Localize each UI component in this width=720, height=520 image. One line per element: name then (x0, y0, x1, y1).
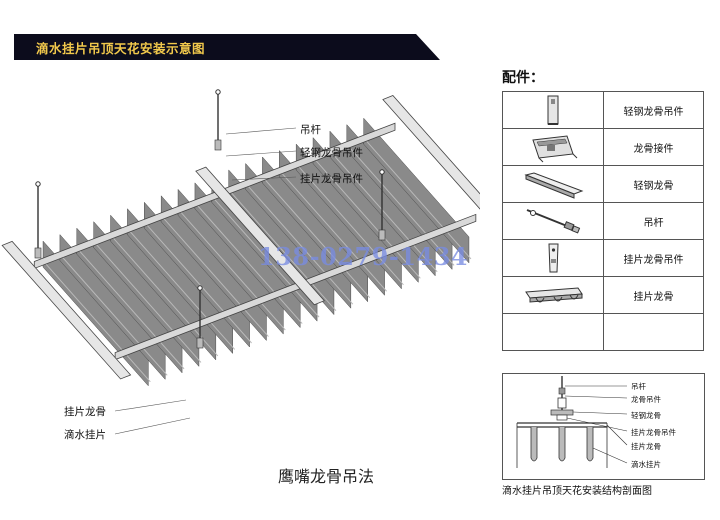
baffle-panel-drip (162, 217, 269, 337)
hanger-clip (34, 247, 42, 259)
section-label-rod: 吊杆 (631, 382, 646, 391)
baffle-panel-drip (196, 204, 303, 324)
baffle-panel-drip (365, 139, 472, 260)
parts-label: 龙骨接件 (603, 128, 704, 166)
hanging-rod-top (215, 89, 221, 95)
parts-title: 配件： (502, 70, 544, 86)
parts-table: 轻钢龙骨吊件 龙骨接件 轻钢龙骨 吊杆 挂片龙骨吊件 挂片龙骨 (502, 91, 704, 351)
hanger-clip (378, 229, 386, 241)
leader-line (114, 399, 187, 412)
baffle-panel-drip (129, 230, 236, 350)
section-label-drip-baffle: 滴水挂片 (631, 460, 661, 469)
baffle-panel-drip (314, 159, 421, 279)
callout-drip-baffle: 滴水挂片 (64, 429, 106, 441)
title-banner: 滴水挂片吊顶天花安装示意图 (14, 34, 440, 60)
phone-watermark: 138-0279-1434 (258, 242, 469, 271)
baffle-panel-drip (61, 256, 168, 376)
parts-label: 挂片龙骨 (603, 276, 704, 314)
isometric-drawing (1, 89, 512, 435)
diagram-caption: 鹰嘴龙骨吊法 (278, 467, 375, 486)
parts-row: 轻钢龙骨 (502, 165, 704, 203)
section-view: 吊杆 龙骨吊件 轻钢龙骨 挂片龙骨吊件 挂片龙骨 滴水挂片 (502, 373, 705, 480)
baffle-panel-drip (213, 198, 320, 318)
baffle-panel-drip (264, 178, 371, 299)
leader-line (231, 176, 297, 181)
parts-row: 轻钢龙骨吊件 (502, 91, 704, 129)
parts-row: 吊杆 (502, 202, 704, 240)
section-drawing (516, 376, 628, 468)
baffle-keel-icon (502, 276, 604, 314)
section-label-hanger: 龙骨吊件 (631, 395, 661, 404)
baffle-panel-drip (280, 172, 387, 292)
baffle-panel-drip (230, 191, 337, 311)
section-label-baffle-hanger: 挂片龙骨吊件 (631, 428, 676, 437)
parts-label (603, 313, 704, 351)
hanger-clip (214, 139, 222, 151)
section-label-steel-keel: 轻钢龙骨 (631, 411, 661, 420)
baffle-keel-hanger-icon (502, 239, 604, 277)
parts-label: 轻钢龙骨 (603, 165, 704, 203)
baffle-panel-drip (297, 165, 404, 286)
parts-row: 龙骨接件 (502, 128, 704, 166)
title-banner-bg (14, 34, 440, 60)
section-caption: 滴水挂片吊顶天花安装结构剖面图 (502, 486, 652, 497)
callout-baffle-keel: 挂片龙骨 (64, 406, 106, 418)
parts-row: 挂片龙骨吊件 (502, 239, 704, 277)
baffle-panel-drip (348, 146, 455, 266)
light-steel-keel-icon (502, 165, 604, 203)
leader-line (225, 150, 297, 157)
leader-line (225, 127, 297, 135)
parts-row: 挂片龙骨 (502, 276, 704, 314)
parts-row-empty (502, 313, 704, 351)
callout-baffle-keel-hanger: 挂片龙骨吊件 (300, 173, 363, 185)
baffle-panel-drip (145, 223, 252, 344)
section-label-baffle-keel: 挂片龙骨 (631, 442, 661, 451)
ceiling-install-diagram (0, 60, 512, 516)
callout-light-steel-keel-hanger: 轻钢龙骨吊件 (300, 147, 363, 159)
hanging-rod-top (197, 285, 203, 291)
keel-connector-icon (502, 128, 604, 166)
parts-label: 吊杆 (603, 202, 704, 240)
parts-label: 挂片龙骨吊件 (603, 239, 704, 277)
baffle-panel-drip (95, 243, 202, 363)
light-steel-keel (1, 240, 132, 380)
hanging-rod-top (35, 181, 41, 187)
hanging-rod-icon (502, 202, 604, 240)
baffle-panel-drip (44, 262, 151, 383)
hanger-clip (196, 337, 204, 349)
baffle-panel-drip (179, 211, 286, 331)
baffle-panel-drip (331, 152, 438, 273)
parts-label: 轻钢龙骨吊件 (603, 91, 704, 129)
baffle-panel-drip (247, 185, 354, 305)
light-steel-keel-hanger-icon (502, 91, 604, 129)
page-title: 滴水挂片吊顶天花安装示意图 (36, 41, 206, 56)
baffle-panel-drip (78, 249, 185, 370)
leader-line (114, 417, 191, 435)
callout-hanging-rod: 吊杆 (300, 124, 321, 136)
light-steel-keel (195, 166, 325, 306)
hanging-rod-top (379, 169, 385, 175)
parts-empty-cell (502, 313, 604, 351)
